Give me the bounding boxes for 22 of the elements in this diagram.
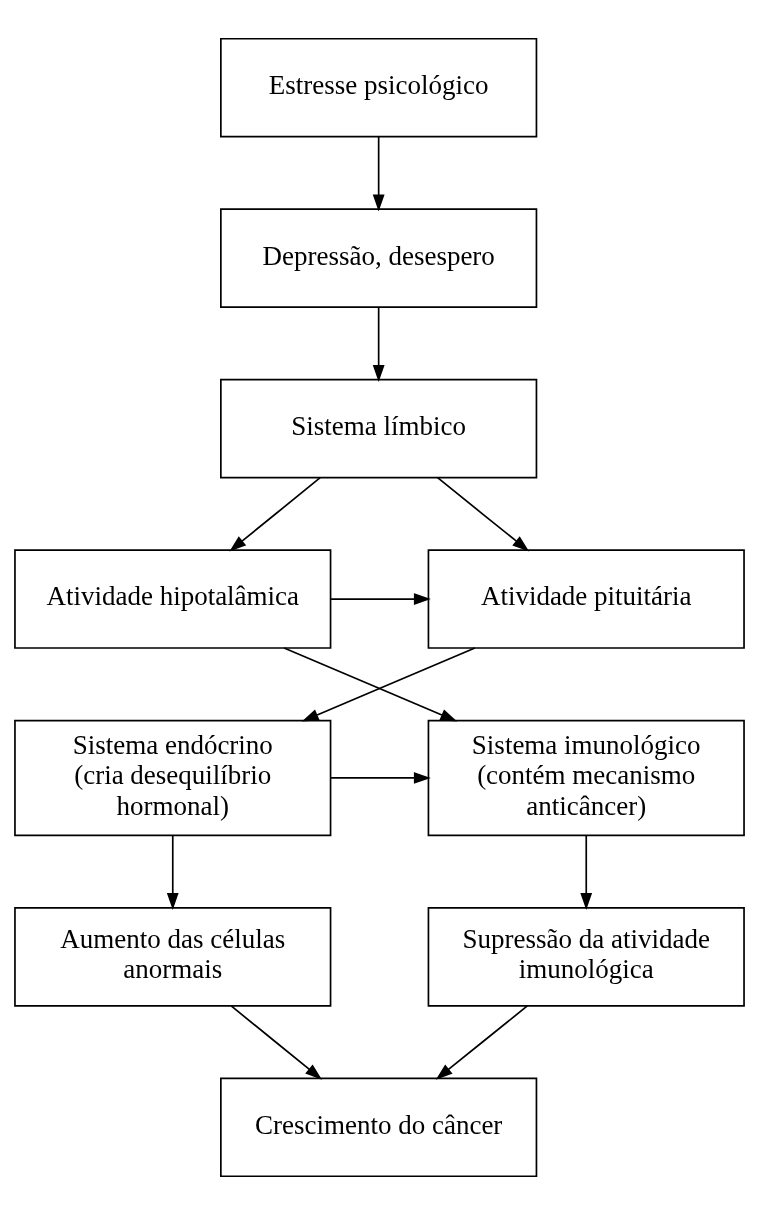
node-box: Depressão, desespero [220,208,538,308]
node-box: Supressão da atividade imunológica [427,907,745,1007]
node-box: Atividade hipotalâmica [14,549,332,649]
arrow [330,593,431,605]
arrow [580,834,593,910]
node-box: Atividade pituitária [427,549,745,649]
arrow [301,647,476,722]
arrow [229,476,322,552]
node-box: Sistema límbico [220,378,538,479]
arrow [230,1005,323,1080]
arrow [372,135,385,212]
arrow [435,1005,529,1080]
arrow [330,772,431,784]
arrow [372,306,385,382]
arrow [436,476,530,552]
arrow [166,834,179,910]
node-box: Sistema endócrino (cria desequilíbrio hormonal) [14,719,332,837]
node-box: Sistema imunológico (contém mecanismo anticâncer) [427,719,745,837]
node-box: Aumento das células anormais [14,907,332,1007]
node-box: Estresse psicológico [220,37,538,138]
arrow [283,647,458,722]
node-box: Crescimento do câncer [220,1077,538,1178]
